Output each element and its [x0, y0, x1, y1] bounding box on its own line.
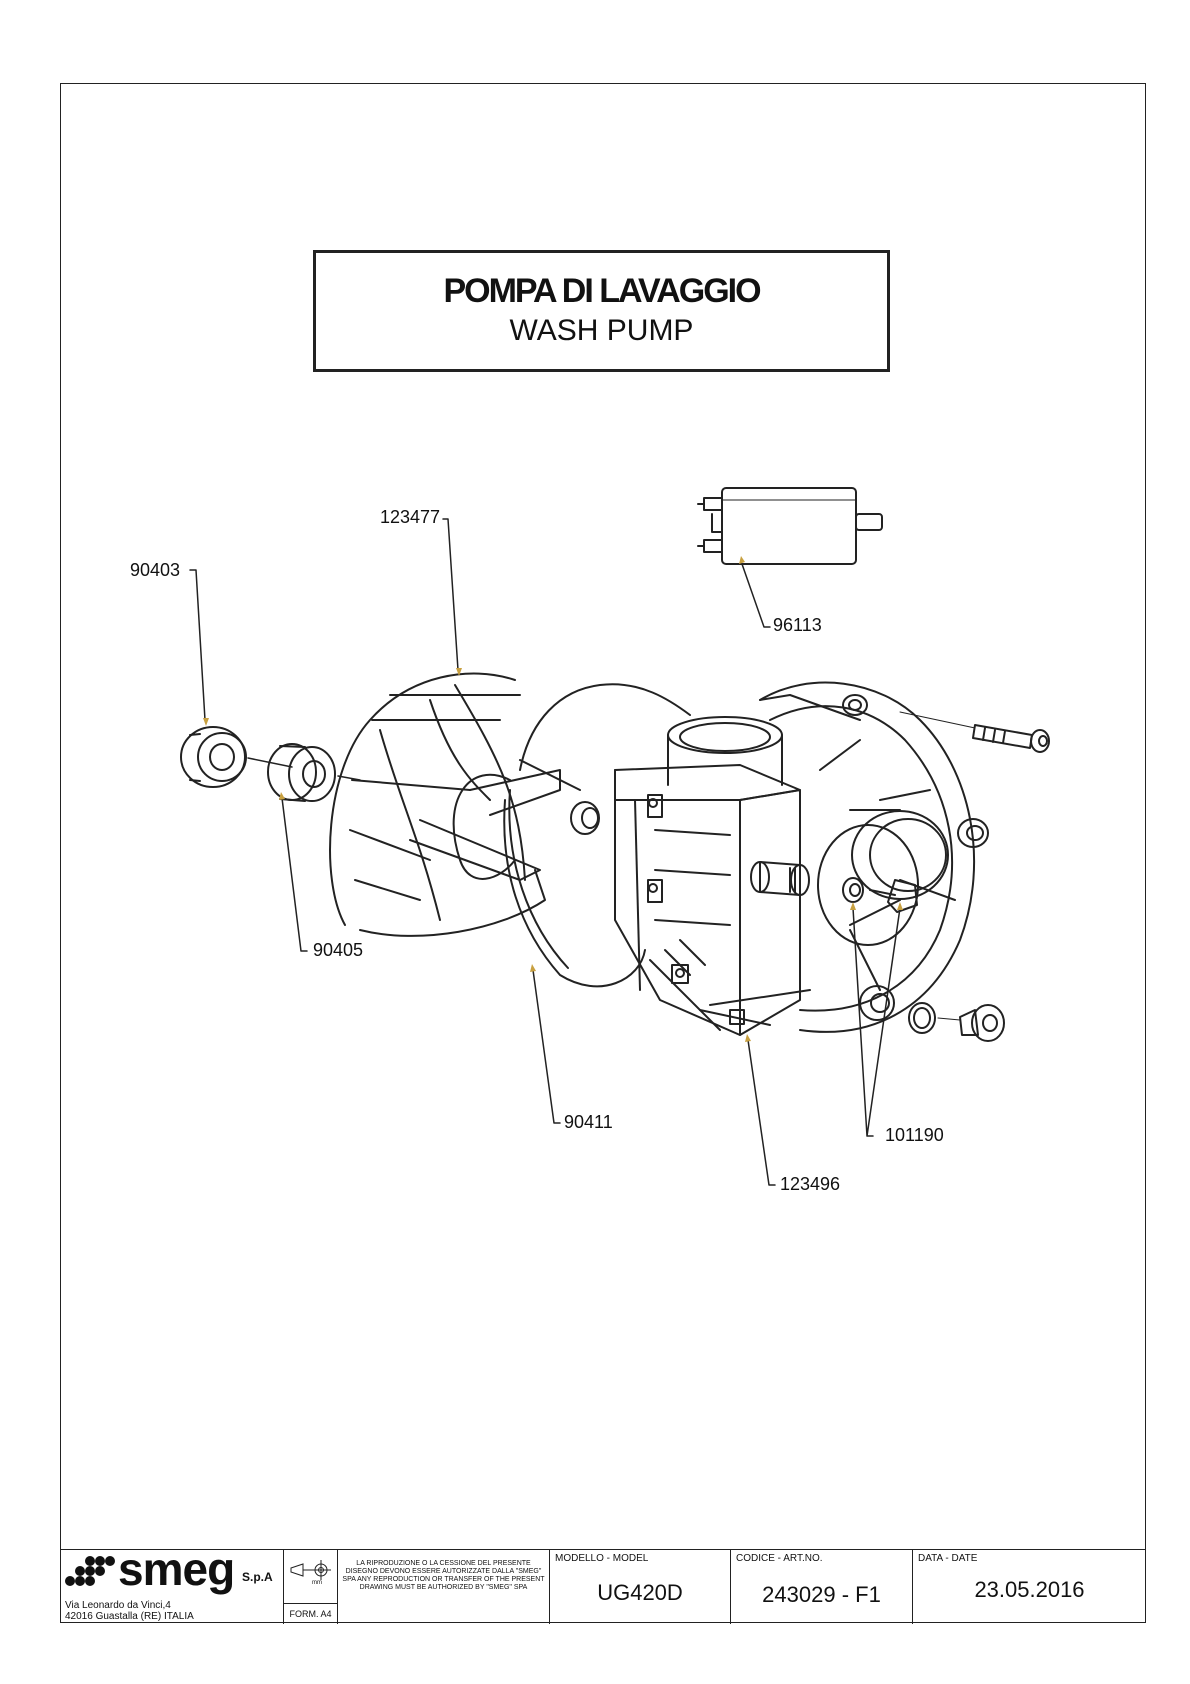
model-label: MODELLO - MODEL: [555, 1553, 649, 1564]
impeller-123477: [329, 672, 600, 937]
screw-part: [899, 711, 1050, 753]
part-label-90405: 90405: [313, 940, 364, 960]
smeg-logo-icon: [65, 1556, 115, 1586]
drawing-sheet-border: [60, 83, 1146, 1623]
date-cell: DATA - DATE 23.05.2016: [913, 1550, 1146, 1624]
code-label: CODICE - ART.NO.: [736, 1553, 823, 1564]
model-cell: MODELLO - MODEL UG420D: [550, 1550, 731, 1624]
leader-lines: [189, 518, 901, 1186]
title-italian: POMPA DI LAVAGGIO: [443, 272, 761, 310]
date-label: DATA - DATE: [918, 1553, 978, 1564]
part-label-123496: 123496: [780, 1174, 841, 1194]
bushing-90405: [267, 743, 336, 802]
projection-cell: mm FORM. A4: [284, 1550, 338, 1624]
reproduction-notice: LA RIPRODUZIONE O LA CESSIONE DEL PRESEN…: [342, 1560, 545, 1591]
address-line-2: 42016 Guastalla (RE) ITALIA: [65, 1611, 194, 1622]
smeg-logo-text: smeg: [118, 1543, 235, 1595]
address-line-1: Via Leonardo da Vinci,4: [65, 1600, 171, 1611]
model-value: UG420D: [597, 1580, 683, 1605]
bearing-90403: [180, 726, 247, 788]
unit-label: mm: [312, 1580, 322, 1586]
plug-and-washer: [908, 1002, 1005, 1042]
projection-symbol-icon: [290, 1560, 331, 1580]
oring-90411: [503, 683, 691, 988]
company-cell: smeg S.p.A Via Leonardo da Vinci,4 42016…: [60, 1543, 284, 1624]
leader-tips: [203, 556, 903, 1042]
code-cell: CODICE - ART.NO. 243029 - F1: [731, 1550, 913, 1624]
company-suffix: S.p.A: [242, 1570, 273, 1584]
part-label-90403: 90403: [130, 560, 181, 580]
pump-body-123496: [614, 681, 989, 1036]
part-label-96113: 96113: [773, 615, 822, 635]
part-label-101190: 101190: [885, 1125, 944, 1145]
date-value: 23.05.2016: [974, 1577, 1085, 1602]
part-label-123477: 123477: [380, 507, 441, 527]
title-box: POMPA DI LAVAGGIO WASH PUMP: [313, 250, 890, 372]
part-label-90411: 90411: [564, 1112, 613, 1132]
code-value: 243029 - F1: [762, 1582, 881, 1607]
format-label: FORM. A4: [284, 1603, 337, 1624]
capacitor-part: [697, 487, 883, 565]
title-block: smeg S.p.A Via Leonardo da Vinci,4 42016…: [60, 1543, 1146, 1624]
notice-cell: LA RIPRODUZIONE O LA CESSIONE DEL PRESEN…: [338, 1550, 550, 1624]
title-english: WASH PUMP: [509, 314, 694, 347]
